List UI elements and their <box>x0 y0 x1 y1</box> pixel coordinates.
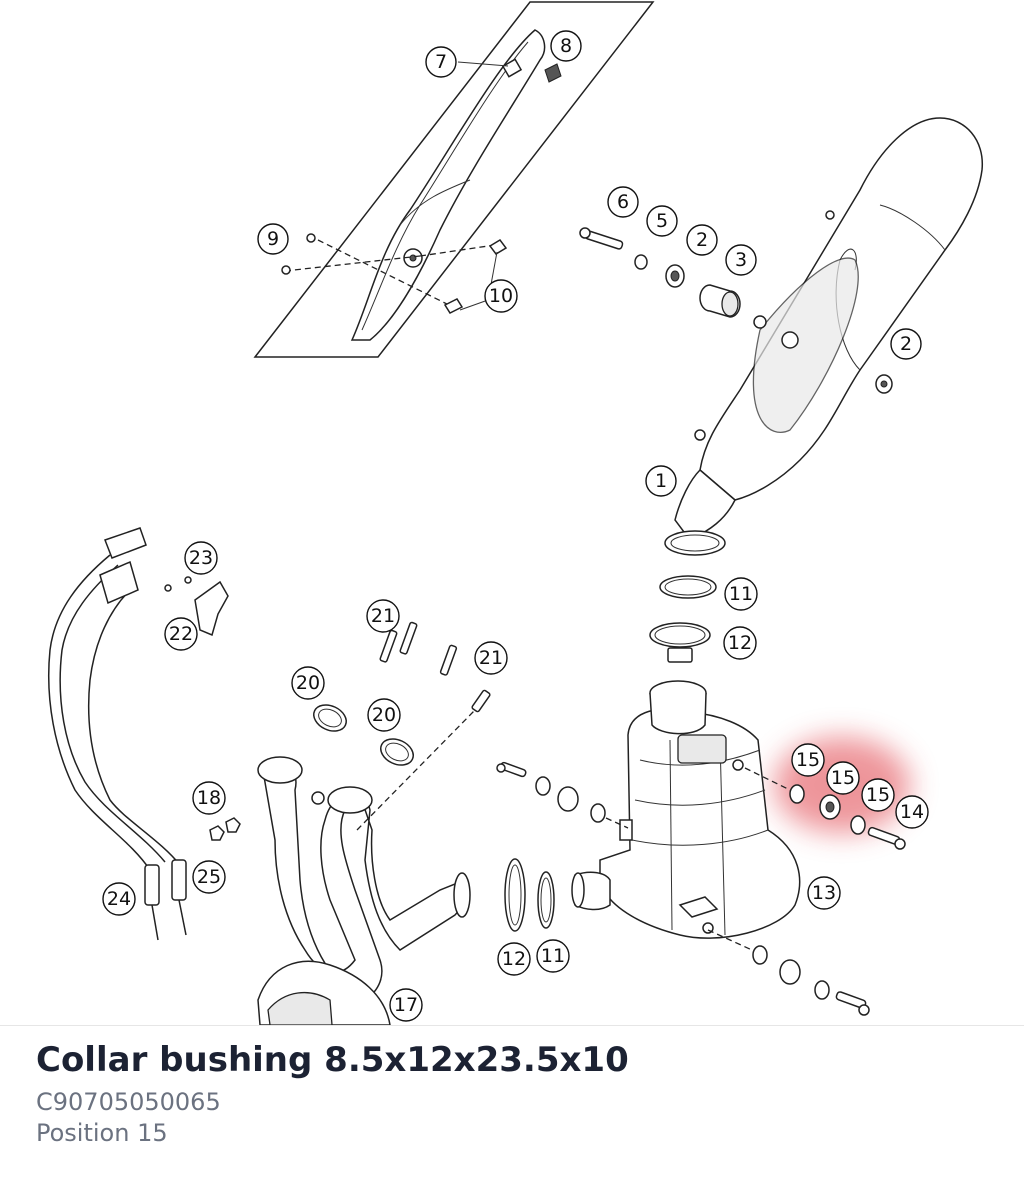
callout-20-a: 20 <box>291 666 325 700</box>
callout-10: 10 <box>484 279 518 313</box>
svg-text:2: 2 <box>696 229 708 251</box>
callout-9: 9 <box>257 223 289 255</box>
svg-text:1: 1 <box>655 470 667 492</box>
svg-text:6: 6 <box>617 191 629 213</box>
catalyst-box <box>571 680 801 939</box>
callout-2-right: 2 <box>890 328 922 360</box>
callout-15-b: 15 <box>826 761 860 795</box>
svg-text:21: 21 <box>479 647 503 669</box>
svg-text:17: 17 <box>394 994 418 1016</box>
gasket-clamp-upper <box>649 575 717 663</box>
svg-text:21: 21 <box>371 605 395 627</box>
callout-17: 17 <box>389 988 423 1022</box>
part-position: Position 15 <box>36 1119 168 1147</box>
callout-24: 24 <box>102 882 136 916</box>
svg-text:25: 25 <box>197 866 221 888</box>
mounting-bolt-14 <box>744 767 906 850</box>
callout-2-top: 2 <box>686 224 718 256</box>
svg-text:3: 3 <box>735 249 747 271</box>
part-number: C90705050065 <box>36 1088 221 1116</box>
svg-text:7: 7 <box>435 51 447 73</box>
callout-25: 25 <box>192 860 226 894</box>
callout-15-c: 15 <box>861 778 895 812</box>
nuts <box>209 817 241 841</box>
callout-6: 6 <box>607 186 639 218</box>
manifold-gaskets <box>313 704 414 766</box>
svg-text:18: 18 <box>197 787 221 809</box>
callout-1: 1 <box>645 465 677 497</box>
svg-text:12: 12 <box>502 948 526 970</box>
svg-text:15: 15 <box>831 767 855 789</box>
header-pipes <box>257 689 491 1025</box>
callout-12-lower: 12 <box>497 942 531 976</box>
svg-text:11: 11 <box>729 583 753 605</box>
callout-11-upper: 11 <box>724 577 758 611</box>
callout-15-a: 15 <box>791 743 825 777</box>
svg-text:5: 5 <box>656 210 668 232</box>
svg-text:8: 8 <box>560 35 572 57</box>
svg-text:14: 14 <box>900 801 924 823</box>
svg-text:15: 15 <box>796 749 820 771</box>
mount-hardware-top <box>579 227 741 318</box>
callout-3: 3 <box>725 244 757 276</box>
svg-text:13: 13 <box>812 882 836 904</box>
svg-text:20: 20 <box>296 672 320 694</box>
svg-text:9: 9 <box>267 228 279 250</box>
divider <box>0 1025 1024 1026</box>
callout-21-b: 21 <box>474 641 508 675</box>
callout-7: 7 <box>425 46 457 78</box>
side-bolts <box>496 761 870 1016</box>
exploded-parts-diagram: 7 8 9 10 6 5 2 3 2 1 23 22 21 21 20 20 1… <box>47 1 983 1025</box>
svg-text:22: 22 <box>169 623 193 645</box>
svg-text:24: 24 <box>107 888 131 910</box>
svg-text:23: 23 <box>189 547 213 569</box>
svg-text:15: 15 <box>866 784 890 806</box>
callout-11-lower: 11 <box>536 939 570 973</box>
heat-shield-group <box>253 1 655 358</box>
svg-text:2: 2 <box>900 333 912 355</box>
muffler <box>664 117 983 556</box>
gasket-clamp-lower <box>504 858 555 932</box>
callout-8: 8 <box>550 30 582 62</box>
callout-20-b: 20 <box>367 698 401 732</box>
callout-18: 18 <box>192 781 226 815</box>
callout-21-a: 21 <box>366 599 400 633</box>
part-title: Collar bushing 8.5x12x23.5x10 <box>36 1040 629 1080</box>
callout-14: 14 <box>895 795 929 829</box>
callout-23: 23 <box>184 541 218 575</box>
svg-text:10: 10 <box>489 285 513 307</box>
callout-12-upper: 12 <box>723 626 757 660</box>
svg-text:12: 12 <box>728 632 752 654</box>
callout-5: 5 <box>646 205 678 237</box>
callout-22: 22 <box>164 617 198 651</box>
callout-13: 13 <box>807 876 841 910</box>
svg-text:11: 11 <box>541 945 565 967</box>
lambda-sensors <box>47 527 229 941</box>
studs <box>379 621 458 676</box>
svg-text:20: 20 <box>372 704 396 726</box>
